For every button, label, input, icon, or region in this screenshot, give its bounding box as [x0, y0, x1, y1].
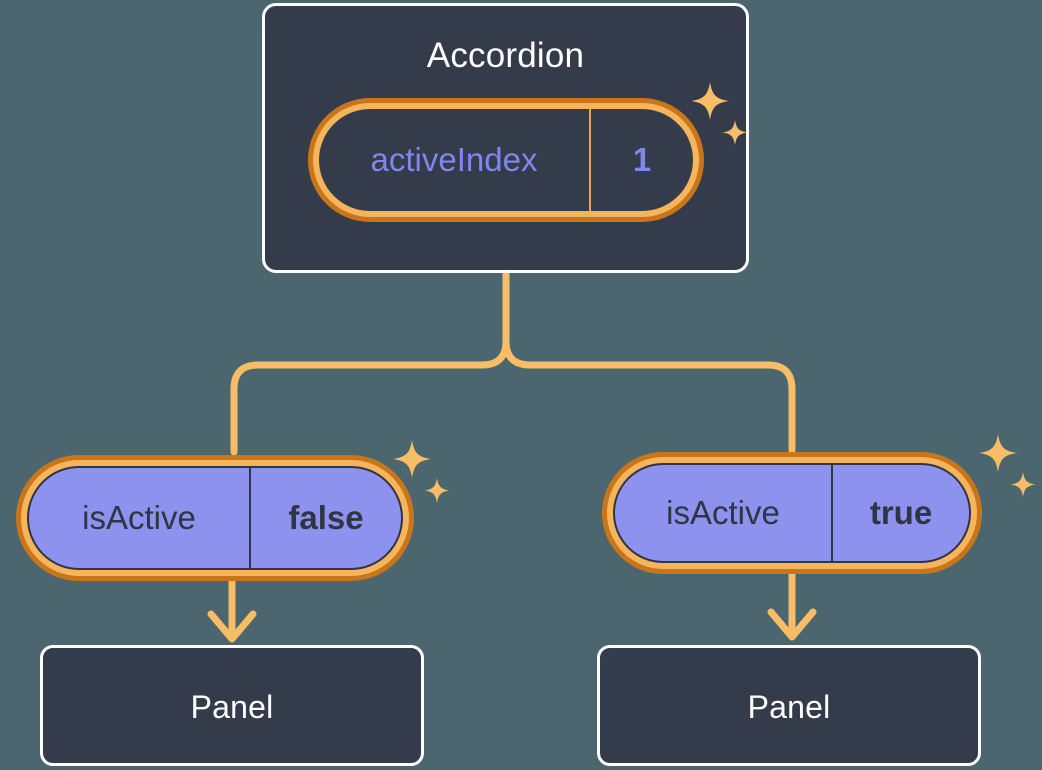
- panel-title-left: Panel: [190, 689, 274, 725]
- sparkle-icon: [393, 440, 431, 478]
- arrow-down-icon-right: [767, 568, 817, 641]
- state-value-active-index: 1: [632, 141, 652, 178]
- state-key-active-index: activeIndex: [319, 109, 591, 211]
- state-pill-ring: isActive false: [21, 460, 409, 576]
- state-pill-is-active-left[interactable]: isActive false: [16, 455, 414, 581]
- panel-title-right: Panel: [747, 689, 831, 725]
- state-pill-active-index[interactable]: activeIndex 1: [308, 98, 704, 222]
- accordion-title: Accordion: [426, 36, 585, 75]
- state-pill-is-active-right[interactable]: isActive true: [602, 452, 982, 574]
- sparkle-icon-small: [1010, 472, 1036, 497]
- sparkle-icon: [979, 434, 1017, 472]
- state-key-is-active-left: isActive: [29, 468, 251, 568]
- component-card-panel-right[interactable]: Panel: [597, 645, 981, 766]
- state-value-is-active-left: false: [288, 499, 364, 536]
- arrow-down-icon-left: [207, 574, 257, 643]
- state-pill-ring: activeIndex 1: [313, 103, 699, 217]
- component-card-panel-left[interactable]: Panel: [40, 645, 424, 766]
- state-pill-body: isActive true: [613, 463, 971, 563]
- state-pill-body: activeIndex 1: [319, 109, 693, 211]
- state-value-is-active-right: true: [869, 494, 933, 531]
- state-key-is-active-right: isActive: [615, 465, 833, 561]
- state-pill-body: isActive false: [27, 466, 403, 570]
- branch-connector-icon: [230, 270, 510, 456]
- branch-connector-right-icon: [502, 337, 796, 454]
- sparkle-icon-small: [424, 478, 450, 503]
- sparkle-group-right-pill: [979, 434, 1036, 497]
- state-pill-ring: isActive true: [607, 457, 977, 569]
